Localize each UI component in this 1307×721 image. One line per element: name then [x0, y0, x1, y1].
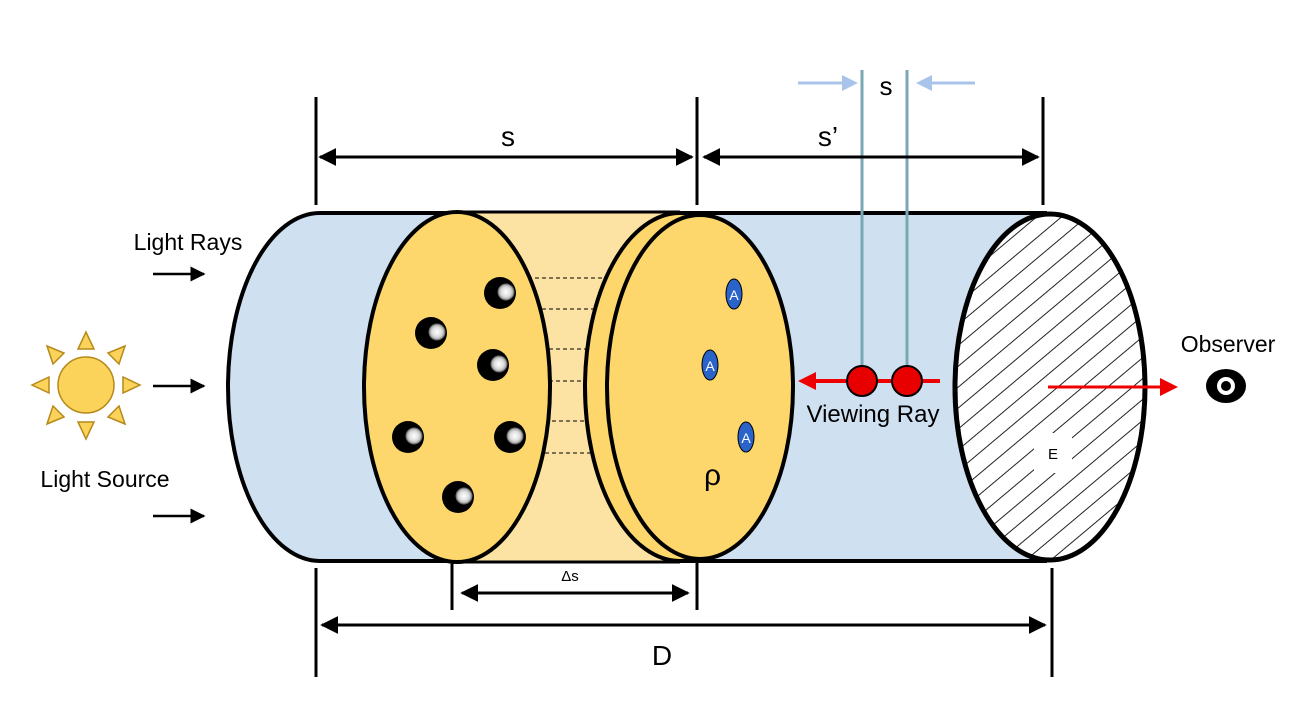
d-label: D: [652, 640, 672, 671]
s-label: s: [501, 121, 515, 152]
particle: [415, 317, 447, 349]
eye-icon: [1206, 369, 1246, 403]
sun-icon: [30, 330, 142, 441]
light-source-label: Light Source: [40, 466, 169, 492]
s-prime-label: s’: [818, 121, 838, 152]
projected-area-marks: A A A: [701, 278, 755, 453]
observer-label: Observer: [1181, 331, 1276, 357]
particle-a-label-2: A: [705, 358, 715, 374]
light-rays-label: Light Rays: [134, 229, 243, 255]
density-rho-label: ρ: [704, 459, 721, 492]
viewing-ray: [798, 365, 940, 397]
light-ray-arrows: [153, 266, 206, 524]
top-dimension-lines: [314, 97, 1045, 205]
particle: [494, 421, 526, 453]
sample-interval-s-label: s: [880, 71, 893, 101]
viewing-ray-label: Viewing Ray: [807, 401, 940, 428]
sample-width-arrows: [798, 75, 975, 91]
particle: [442, 481, 474, 513]
slab-right-face: [605, 213, 795, 561]
bottom-dimension-lines: [314, 563, 1054, 677]
irradiance-e-label: E: [1048, 446, 1058, 463]
particle: [477, 349, 509, 381]
particle-a-label-1: A: [729, 287, 739, 303]
particle: [484, 277, 516, 309]
e-label-box: [1034, 433, 1072, 473]
delta-s-label: Δs: [561, 568, 579, 585]
particle: [392, 421, 424, 453]
particle-a-label-3: A: [741, 430, 751, 446]
absorbing-particles: [392, 277, 526, 513]
